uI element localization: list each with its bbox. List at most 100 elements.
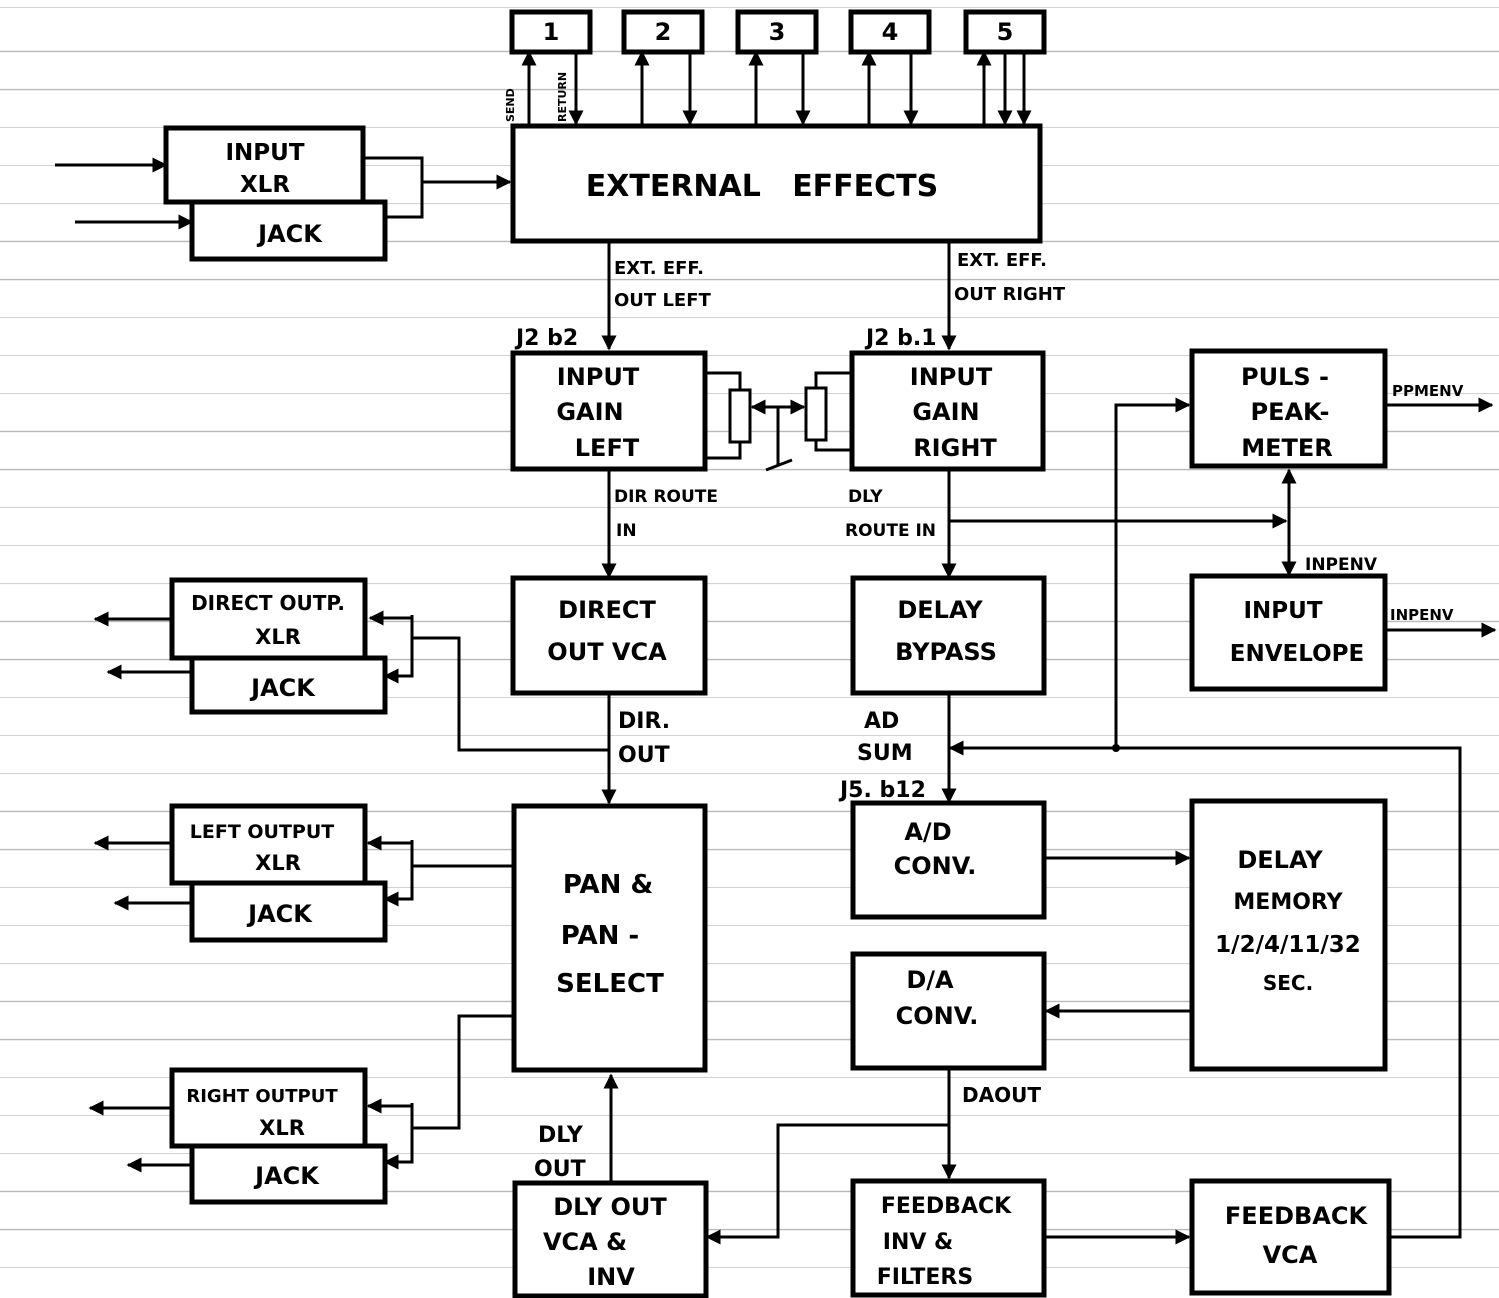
- delay-memory-line3: 1/2/4/11/32: [1215, 932, 1361, 958]
- fx-port-3-label: 3: [769, 18, 786, 46]
- dly-out-line2: OUT: [534, 1157, 586, 1182]
- input-xlr-line1: INPUT: [225, 140, 304, 166]
- left-output-xlr-line1: LEFT OUTPUT: [190, 821, 335, 843]
- input-gain-right-line1: INPUT: [910, 363, 993, 391]
- dir-route-in-line1: DIR ROUTE: [614, 487, 718, 507]
- input-gain-right-line3: RIGHT: [913, 434, 997, 462]
- right-jack-label: JACK: [253, 1162, 320, 1190]
- ext-eff-out-right-line1: EXT. EFF.: [957, 250, 1047, 271]
- feedback-inv-block: FEEDBACK INV & FILTERS: [850, 1178, 1047, 1298]
- fx-port-5: 5: [963, 9, 1047, 55]
- inpenv-out-label: INPENV: [1390, 606, 1454, 624]
- external-effects-label: EXTERNAL EFFECTS: [586, 169, 939, 204]
- j2b2-label: J2 b2: [514, 326, 578, 351]
- puls-peak-meter-block: PULS - PEAK- METER: [1189, 348, 1388, 469]
- dir-route-in-line2: IN: [616, 521, 637, 541]
- puls-peak-meter-line3: METER: [1241, 434, 1333, 462]
- fx-port-2: 2: [621, 9, 705, 55]
- delay-memory-line4: SEC.: [1263, 971, 1313, 995]
- ad-sum-line1: AD: [864, 709, 899, 734]
- j5b12-label: J5. b12: [838, 778, 926, 803]
- dly-out-vca-line1: DLY OUT: [553, 1193, 667, 1221]
- right-output-xlr-line2: XLR: [259, 1116, 305, 1140]
- fx-port-3: 3: [735, 9, 819, 55]
- direct-outp-xlr-block: DIRECT OUTP. XLR: [169, 577, 368, 661]
- input-jack-label: JACK: [256, 220, 323, 248]
- ext-eff-out-left-line1: EXT. EFF.: [614, 258, 704, 279]
- inpenv-top-label: INPENV: [1305, 555, 1378, 575]
- ad-conv-line2: CONV.: [894, 852, 977, 880]
- feedback-inv-line3: FILTERS: [877, 1265, 973, 1290]
- direct-out-vca-block: DIRECT OUT VCA: [510, 575, 708, 696]
- input-gain-right-block: INPUT GAIN RIGHT: [849, 350, 1046, 472]
- dly-out-line1: DLY: [538, 1123, 584, 1148]
- input-gain-left-line1: INPUT: [557, 363, 640, 391]
- input-gain-left-line3: LEFT: [575, 434, 640, 462]
- feedback-inv-line2: INV &: [883, 1230, 953, 1255]
- input-gain-left-block: INPUT GAIN LEFT: [510, 350, 708, 472]
- fx-port-5-label: 5: [997, 18, 1014, 46]
- input-gain-right-line2: GAIN: [912, 398, 979, 426]
- wires: [55, 50, 1497, 1245]
- da-conv-line2: CONV.: [896, 1002, 979, 1030]
- delay-bypass-line1: DELAY: [897, 596, 983, 624]
- direct-outp-xlr-line1: DIRECT OUTP.: [191, 591, 345, 615]
- input-envelope-block: INPUT ENVELOPE: [1189, 573, 1388, 692]
- direct-outp-xlr-line2: XLR: [255, 625, 301, 649]
- dly-route-in-line1: DLY: [848, 487, 883, 507]
- dir-out-line1: DIR.: [618, 709, 670, 734]
- da-conv-line1: D/A: [906, 966, 954, 994]
- delay-memory-line1: DELAY: [1237, 846, 1323, 874]
- direct-jack-label: JACK: [249, 674, 316, 702]
- pan-select-line3: SELECT: [556, 969, 664, 999]
- ad-sum-line2: SUM: [857, 741, 913, 766]
- left-jack-label: JACK: [246, 900, 313, 928]
- da-conv-block: D/A CONV.: [850, 951, 1047, 1071]
- delay-bypass-line2: BYPASS: [895, 638, 997, 666]
- pan-select-line1: PAN &: [563, 870, 653, 900]
- daout-label: DAOUT: [962, 1083, 1041, 1107]
- fx-port-4: 4: [848, 9, 932, 55]
- input-envelope-line1: INPUT: [1243, 598, 1322, 624]
- puls-peak-meter-line1: PULS -: [1241, 363, 1329, 391]
- puls-peak-meter-line2: PEAK-: [1250, 398, 1329, 426]
- dly-route-in-line2: ROUTE IN: [845, 521, 936, 541]
- feedback-inv-line1: FEEDBACK: [881, 1194, 1012, 1219]
- direct-out-vca-line1: DIRECT: [558, 596, 656, 624]
- delay-memory-block: DELAY MEMORY 1/2/4/11/32 SEC.: [1189, 798, 1388, 1072]
- feedback-vca-line1: FEEDBACK: [1225, 1202, 1369, 1230]
- send-label: SEND: [504, 88, 517, 122]
- fx-port-1: 1: [509, 9, 593, 55]
- fx-port-2-label: 2: [655, 18, 672, 46]
- gain-right-potentiometer: [804, 386, 828, 442]
- input-jack-block: JACK: [189, 199, 388, 262]
- right-jack-block: JACK: [189, 1143, 388, 1205]
- gain-left-potentiometer: [728, 388, 752, 444]
- input-envelope-line2: ENVELOPE: [1230, 641, 1364, 667]
- ad-conv-line1: A/D: [904, 818, 951, 846]
- ad-conv-block: A/D CONV.: [850, 800, 1047, 920]
- feedback-vca-line2: VCA: [1263, 1241, 1318, 1269]
- pan-select-block: PAN & PAN - SELECT: [511, 803, 708, 1073]
- input-xlr-block: INPUT XLR: [163, 125, 366, 205]
- return-label: RETURN: [556, 72, 569, 122]
- pan-select-line2: PAN -: [561, 921, 639, 951]
- feedback-vca-block: FEEDBACK VCA: [1189, 1178, 1392, 1296]
- fx-port-4-label: 4: [882, 18, 899, 46]
- input-xlr-line2: XLR: [240, 172, 290, 198]
- external-effects-block: EXTERNAL EFFECTS: [510, 123, 1043, 244]
- ext-eff-out-right-line2: OUT RIGHT: [954, 284, 1066, 305]
- direct-jack-block: JACK: [189, 655, 388, 715]
- left-output-xlr-line2: XLR: [255, 851, 301, 875]
- left-jack-block: JACK: [189, 880, 388, 943]
- ext-eff-out-left-line2: OUT LEFT: [614, 290, 712, 311]
- dly-out-vca-line3: INV: [587, 1263, 635, 1291]
- direct-out-vca-line2: OUT VCA: [547, 638, 667, 666]
- fx-port-1-label: 1: [543, 18, 560, 46]
- right-output-xlr-block: RIGHT OUTPUT XLR: [169, 1067, 368, 1149]
- dir-out-line2: OUT: [618, 743, 670, 768]
- right-output-xlr-line1: RIGHT OUTPUT: [186, 1086, 338, 1107]
- input-gain-left-line2: GAIN: [556, 398, 623, 426]
- left-output-xlr-block: LEFT OUTPUT XLR: [169, 803, 368, 886]
